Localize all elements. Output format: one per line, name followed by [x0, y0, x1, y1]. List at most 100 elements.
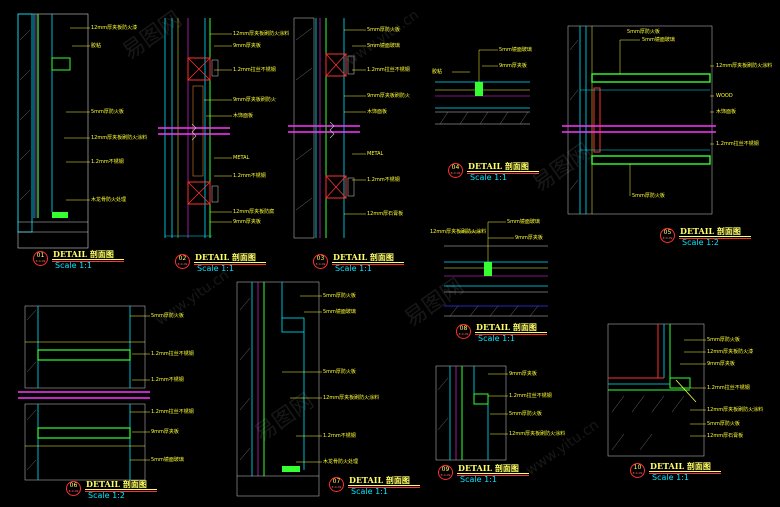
note-label: 5mm厚防火板 — [323, 369, 356, 375]
detail-sheet-code: E-0-09 — [450, 171, 461, 175]
note-label: 12mm厚夹板刷防火涂料 — [233, 31, 290, 37]
detail-sheet-code: E-0-09 — [68, 489, 79, 493]
detail-number: 03 — [316, 255, 325, 262]
detail-name: DETAIL 剖面图 — [53, 249, 114, 259]
detail-marker-circle — [313, 254, 328, 269]
detail-marker-circle — [329, 477, 344, 492]
note-label: 5mm镜面玻璃 — [323, 309, 356, 315]
note-label: 5mm厚防火板 — [367, 27, 400, 33]
detail-02-section — [158, 18, 232, 238]
note-label: 12mm厚石膏板 — [367, 211, 404, 217]
detail-04-section — [435, 49, 530, 125]
detail-name: DETAIL 剖面图 — [680, 226, 741, 236]
detail-scale: Scale 1:2 — [682, 238, 719, 247]
detail-01-section — [17, 13, 90, 249]
detail-scale: Scale 1:2 — [88, 491, 125, 500]
note-label: 12mm厚夹板刷防火涂料 — [509, 431, 566, 437]
note-label: 9mm厚夹板 — [499, 63, 527, 69]
detail-05-section — [562, 25, 716, 215]
detail-sheet-code: E-0-09 — [662, 236, 673, 240]
detail-name: DETAIL 剖面图 — [476, 322, 537, 332]
note-label: 12mm厚夹板刷防火涂料 — [91, 135, 148, 141]
detail-03-section — [288, 17, 366, 239]
detail-number: 02 — [178, 255, 187, 262]
note-label: 1.2mm拉丝不锈钢 — [233, 67, 276, 73]
detail-name: DETAIL 剖面图 — [468, 161, 529, 171]
detail-number: 01 — [36, 252, 45, 259]
detail-marker-circle — [33, 251, 48, 266]
note-label: METAL — [367, 151, 384, 157]
note-label: 5mm厚防火板 — [627, 29, 660, 35]
detail-name: DETAIL 剖面图 — [195, 252, 256, 262]
note-label: 5mm厚防火板 — [323, 293, 356, 299]
detail-marker-circle — [660, 228, 675, 243]
note-label: 5mm厚防火板 — [91, 109, 124, 115]
note-label: 1.2mm不锈钢 — [91, 159, 124, 165]
note-label: WOOD — [716, 93, 733, 99]
note-label: 5mm镜面玻璃 — [367, 43, 400, 49]
detail-number: 07 — [332, 478, 341, 485]
detail-marker-circle — [630, 463, 645, 478]
note-label: 12mm厚夹板刷防火涂料 — [707, 407, 764, 413]
note-label: 5mm镜面玻璃 — [151, 457, 184, 463]
detail-scale: Scale 1:1 — [335, 264, 372, 273]
detail-10-section — [607, 323, 706, 457]
detail-name: DETAIL 剖面图 — [458, 463, 519, 473]
detail-sheet-code: E-0-09 — [331, 485, 342, 489]
detail-scale: Scale 1:1 — [470, 173, 507, 182]
note-label: 9mm厚夹板刷防火 — [233, 97, 276, 103]
note-label: 1.2mm不锈钢 — [323, 433, 356, 439]
note-label: 12mm厚夹板刷防火涂料 — [430, 229, 487, 235]
detail-08-section — [444, 221, 548, 317]
detail-scale: Scale 1:1 — [351, 487, 388, 496]
detail-number: 05 — [663, 229, 672, 236]
note-label: 5mm厚防火板 — [151, 313, 184, 319]
note-label: 胶粘 — [91, 43, 102, 49]
note-label: 1.2mm拉丝不锈钢 — [367, 67, 410, 73]
detail-scale: Scale 1:1 — [55, 261, 92, 270]
detail-name: DETAIL 剖面图 — [349, 475, 410, 485]
detail-marker-circle — [456, 324, 471, 339]
note-label: 5mm厚防火板 — [632, 193, 665, 199]
detail-sheet-code: E-0-09 — [632, 471, 643, 475]
note-label: 9mm厚夹板 — [707, 361, 735, 367]
note-label: 木饰面板 — [233, 113, 254, 119]
note-label: 木龙骨防火处理 — [323, 459, 359, 465]
detail-09-section — [435, 365, 508, 461]
detail-sheet-code: E-0-09 — [315, 262, 326, 266]
note-label: 5mm镜面玻璃 — [499, 47, 532, 53]
note-label: 9mm厚夹板 — [151, 429, 179, 435]
note-label: 12mm厚夹板防腐 — [233, 209, 275, 215]
note-label: 9mm厚夹板 — [515, 235, 543, 241]
note-label: 9mm厚夹板 — [233, 219, 261, 225]
detail-marker-circle — [448, 163, 463, 178]
detail-07-section — [236, 281, 322, 497]
detail-name: DETAIL 剖面图 — [86, 479, 147, 489]
note-label: 木饰面板 — [367, 109, 388, 115]
note-label: 5mm厚防火板 — [509, 411, 542, 417]
note-label: 5mm镜面玻璃 — [507, 219, 540, 225]
detail-number: 10 — [633, 464, 642, 471]
note-label: 9mm厚夹板刷防火 — [367, 93, 410, 99]
detail-sheet-code: E-0-09 — [35, 259, 46, 263]
detail-scale: Scale 1:1 — [197, 264, 234, 273]
note-label: METAL — [233, 155, 250, 161]
note-label: 5mm厚防火板 — [707, 337, 740, 343]
detail-scale: Scale 1:1 — [478, 334, 515, 343]
detail-marker-circle — [438, 465, 453, 480]
detail-sheet-code: E-0-09 — [440, 473, 451, 477]
note-label: 1.2mm拉丝不锈钢 — [151, 351, 194, 357]
note-label: 1.2mm拉丝不锈钢 — [151, 409, 194, 415]
note-label: 12mm厚夹板刷防火涂料 — [323, 395, 380, 401]
note-label: 1.2mm不锈钢 — [151, 377, 184, 383]
detail-name: DETAIL 剖面图 — [650, 461, 711, 471]
detail-marker-circle — [175, 254, 190, 269]
detail-number: 09 — [441, 466, 450, 473]
note-label: 1.2mm不锈钢 — [367, 177, 400, 183]
note-label: 5mm厚防火板 — [707, 421, 740, 427]
detail-number: 06 — [69, 482, 78, 489]
note-label: 1.2mm不锈钢 — [233, 173, 266, 179]
detail-scale: Scale 1:1 — [460, 475, 497, 484]
note-label: 1.2mm拉丝不锈钢 — [707, 385, 750, 391]
